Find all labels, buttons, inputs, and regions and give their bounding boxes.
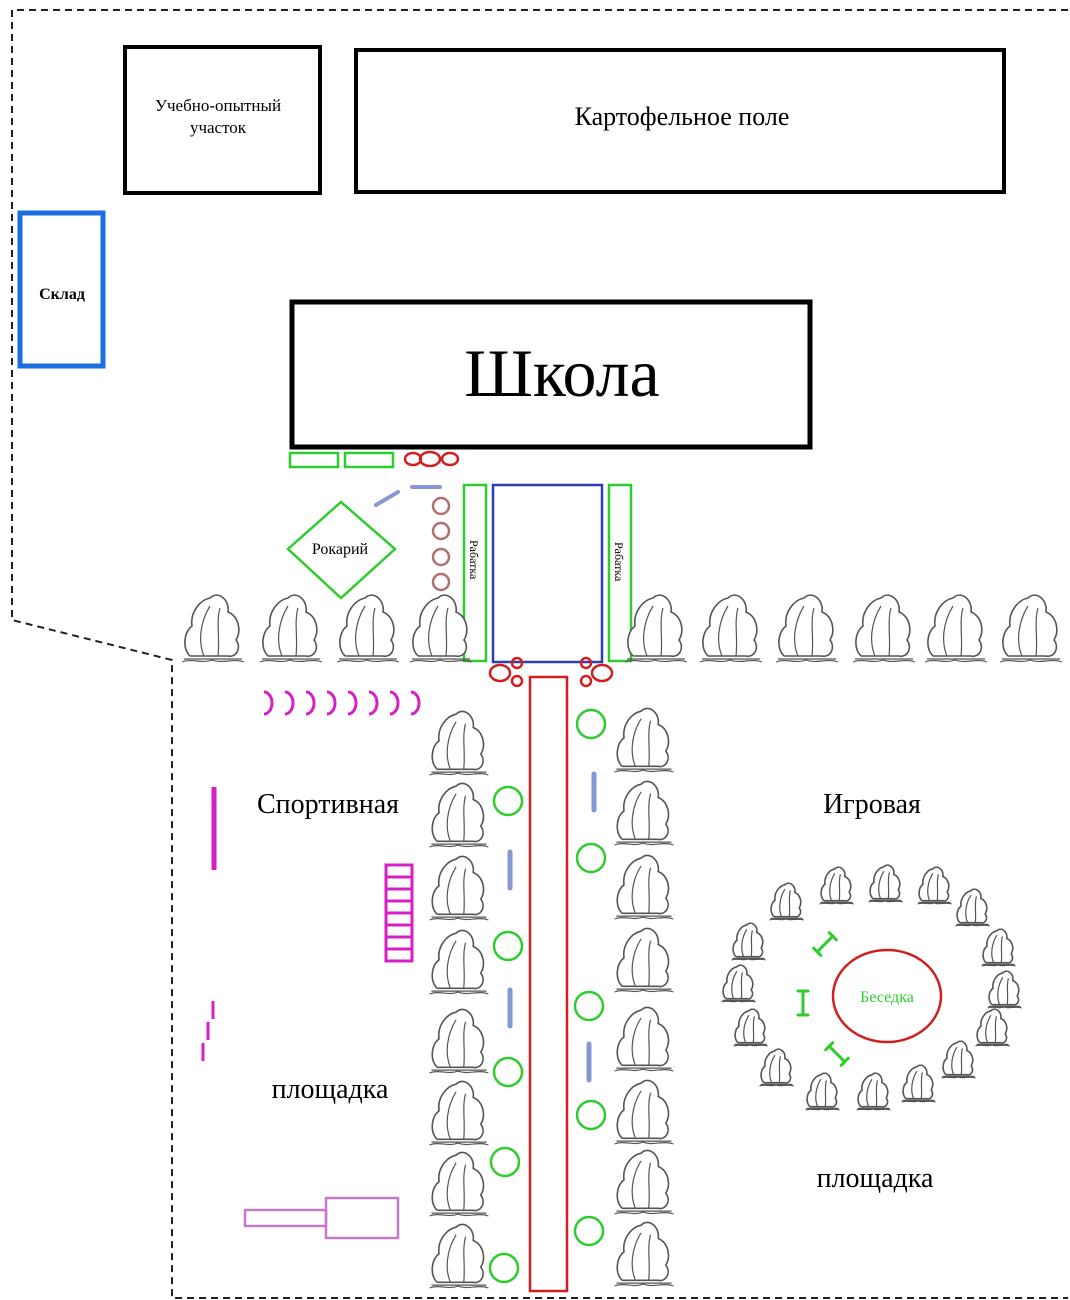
rockery-label: Рокарий xyxy=(312,541,369,558)
sports-area-label-line2: площадка xyxy=(272,1074,389,1105)
entrance-area xyxy=(491,483,604,664)
tree-icon xyxy=(614,1006,674,1072)
tree-icon xyxy=(975,1008,1010,1047)
sports-bench xyxy=(243,1196,400,1240)
gazebo-label: Беседка xyxy=(860,989,914,1006)
flowerbed-small-1 xyxy=(288,451,340,469)
tree-icon xyxy=(429,710,489,776)
bench-icon xyxy=(824,1041,850,1067)
potato-field[interactable]: Картофельное поле xyxy=(354,48,1006,194)
tree-icon xyxy=(805,1072,840,1111)
tree-icon xyxy=(429,1080,489,1146)
school-building[interactable]: Школа xyxy=(289,299,813,450)
tree-icon xyxy=(181,594,245,663)
tree-icon xyxy=(819,866,854,905)
warehouse[interactable]: Склад xyxy=(17,210,106,369)
tree-icon xyxy=(868,864,903,903)
flowerbed-left-label: Рабатка xyxy=(467,540,481,580)
school-label: Школа xyxy=(464,335,659,411)
sports-area-label-line1: Спортивная xyxy=(257,789,399,820)
tree-icon xyxy=(614,780,674,846)
potato-field-label: Картофельное поле xyxy=(575,102,790,131)
tree-icon xyxy=(429,782,489,848)
experimental-plot-label-line2: участок xyxy=(190,118,247,137)
sports-arcs xyxy=(263,690,421,716)
experimental-plot[interactable]: Учебно-опытный участок xyxy=(123,45,322,195)
property-boundary xyxy=(11,9,1068,1299)
sports-steps xyxy=(201,1001,215,1061)
tree-icon xyxy=(699,594,763,663)
tree-icon xyxy=(336,594,400,663)
flowerbed-right-label: Рабатка xyxy=(612,542,626,582)
experimental-plot-label-line1: Учебно-опытный xyxy=(155,96,281,115)
tree-icon xyxy=(429,1223,489,1289)
tree-icon xyxy=(429,1008,489,1074)
tree-icon xyxy=(981,928,1016,967)
rockery[interactable]: Рокарий xyxy=(286,500,397,600)
tree-icon xyxy=(614,927,674,993)
gazebo[interactable]: Беседка xyxy=(831,948,943,1044)
brown-circles xyxy=(431,496,451,592)
tree-icon xyxy=(614,1221,674,1287)
flower-icon xyxy=(488,656,524,688)
flower-icon xyxy=(579,656,614,688)
tree-icon xyxy=(429,929,489,995)
tree-icon xyxy=(941,1040,976,1079)
tree-icon xyxy=(259,594,323,663)
tree-icon xyxy=(429,1151,489,1217)
tree-icon xyxy=(614,854,674,920)
tree-icon xyxy=(999,594,1063,663)
tree-icon xyxy=(917,866,952,905)
flowerbed-small-2 xyxy=(343,451,395,469)
central-alley xyxy=(528,675,569,1293)
tree-icon xyxy=(624,594,688,663)
tree-icon xyxy=(955,888,990,927)
bench-icon xyxy=(796,989,810,1017)
flower-icon xyxy=(403,450,460,468)
tree-icon xyxy=(769,882,804,921)
tree-icon xyxy=(901,1064,936,1103)
tree-icon xyxy=(852,594,916,663)
tree-icon xyxy=(731,922,766,961)
path-dashes-rockery xyxy=(374,485,442,507)
flowerbed-right[interactable]: Рабатка xyxy=(607,483,633,663)
tree-icon xyxy=(759,1048,794,1087)
tree-icon xyxy=(429,855,489,921)
warehouse-label: Склад xyxy=(39,286,85,303)
tree-icon xyxy=(733,1008,768,1047)
play-area-label-line1: Игровая xyxy=(823,789,921,820)
green-circles xyxy=(488,708,607,1284)
tree-icon xyxy=(924,594,988,663)
play-area-label-line2: площадка xyxy=(817,1163,934,1194)
tree-icon xyxy=(856,1072,891,1111)
sports-ladder xyxy=(384,863,414,963)
trees xyxy=(181,594,1063,1289)
flowerbed-left[interactable]: Рабатка xyxy=(462,483,488,663)
tree-icon xyxy=(409,594,473,663)
tree-icon xyxy=(614,707,674,773)
tree-icon xyxy=(614,1079,674,1145)
tree-icon xyxy=(775,594,839,663)
bench-icon xyxy=(812,931,838,957)
tree-icon xyxy=(987,970,1022,1009)
tree-icon xyxy=(721,964,756,1003)
path-dashes-alley xyxy=(507,771,597,1083)
tree-icon xyxy=(614,1149,674,1215)
